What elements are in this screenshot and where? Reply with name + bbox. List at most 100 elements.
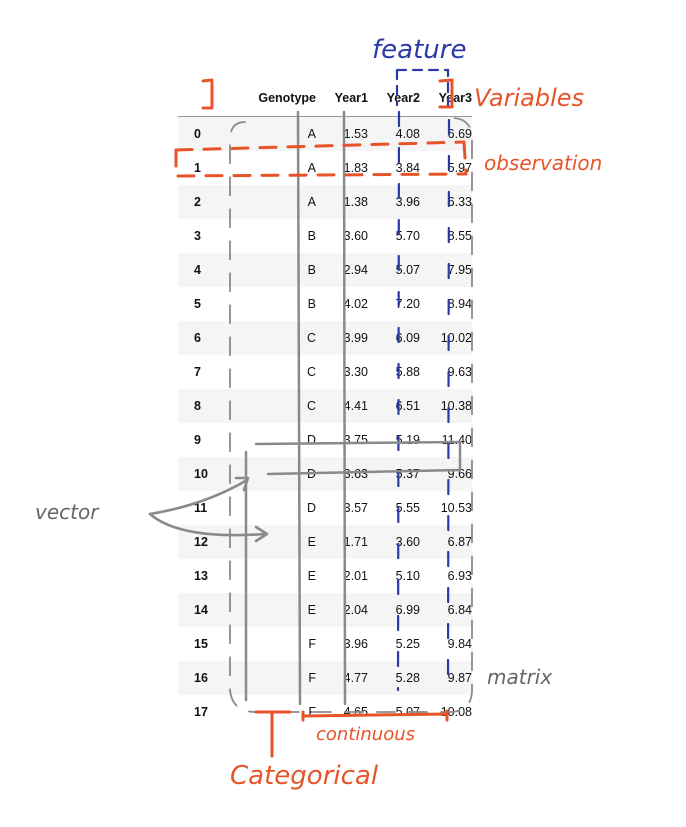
table-cell: E <box>307 569 316 583</box>
index-header <box>178 80 246 117</box>
vector-label: vector <box>35 500 100 524</box>
table-cell: 9.63 <box>447 365 472 379</box>
table-cell: 6.33 <box>447 195 472 209</box>
table-cell: 3.60 <box>395 535 420 549</box>
table-cell: 1.53 <box>343 127 368 141</box>
table-row: 7 C 3.30 5.88 9.63 <box>178 355 472 389</box>
table-cell: C <box>306 399 316 413</box>
table-cell: 8.94 <box>447 297 472 311</box>
table-cell: D <box>306 501 316 515</box>
table-cell: A <box>307 127 316 141</box>
table-cell: 5.28 <box>395 671 420 685</box>
table-cell: 9.66 <box>447 467 472 481</box>
table-cell: B <box>307 229 316 243</box>
row-index: 6 <box>194 331 201 345</box>
table-cell: 6.51 <box>395 399 420 413</box>
table-cell: B <box>307 297 316 311</box>
table-row: 15 F 3.96 5.25 9.84 <box>178 627 472 661</box>
row-index: 4 <box>194 263 201 277</box>
table-cell: 8.55 <box>447 229 472 243</box>
table-cell: 11.40 <box>441 433 472 447</box>
year3-header: Year3 <box>420 80 472 117</box>
table-cell: 4.41 <box>343 399 368 413</box>
table-cell: 6.93 <box>447 569 472 583</box>
table-cell: 4.65 <box>343 705 368 719</box>
table-cell: 7.95 <box>447 263 472 277</box>
table-cell: 3.96 <box>395 195 420 209</box>
table-row: 3 B 3.60 5.70 8.55 <box>178 219 472 253</box>
table-cell: 4.77 <box>343 671 368 685</box>
table-cell: C <box>306 331 316 345</box>
table-cell: E <box>307 535 316 549</box>
table-cell: 5.97 <box>447 161 472 175</box>
table-row: 6 C 3.99 6.09 10.02 <box>178 321 472 355</box>
table-cell: E <box>307 603 316 617</box>
table-cell: F <box>308 637 316 651</box>
table-cell: 5.10 <box>395 569 420 583</box>
feature-label: feature <box>372 35 466 65</box>
table-cell: 3.84 <box>395 161 420 175</box>
year1-header: Year1 <box>316 80 368 117</box>
row-index: 2 <box>194 195 201 209</box>
table-cell: A <box>307 195 316 209</box>
table-cell: 3.57 <box>343 501 368 515</box>
table-header-row: Genotype Year1 Year2 Year3 <box>178 80 472 117</box>
table-cell: 3.99 <box>343 331 368 345</box>
table-cell: 4.08 <box>395 127 420 141</box>
table-cell: A <box>307 161 316 175</box>
row-index: 15 <box>194 637 208 651</box>
table-cell: 10.38 <box>440 399 472 413</box>
table-row: 0 A 1.53 4.08 6.69 <box>178 116 472 151</box>
row-index: 3 <box>194 229 201 243</box>
table-cell: 3.75 <box>343 433 368 447</box>
table-cell: 5.88 <box>395 365 420 379</box>
table-cell: 1.38 <box>343 195 368 209</box>
row-index: 11 <box>194 501 208 515</box>
table-cell: 1.83 <box>343 161 368 175</box>
table-cell: D <box>306 433 316 447</box>
table-cell: 10.02 <box>440 331 472 345</box>
table-cell: 5.70 <box>395 229 420 243</box>
table-cell: 6.84 <box>447 603 472 617</box>
table-row: 5 B 4.02 7.20 8.94 <box>178 287 472 321</box>
table-cell: 3.96 <box>343 637 368 651</box>
table-cell: F <box>308 705 316 719</box>
table-cell: 4.02 <box>343 297 368 311</box>
table-cell: 5.07 <box>395 705 420 719</box>
table-cell: C <box>306 365 316 379</box>
table-cell: 5.25 <box>395 637 420 651</box>
row-index: 0 <box>194 127 201 141</box>
year2-header: Year2 <box>368 80 420 117</box>
row-index: 10 <box>194 467 208 481</box>
table-cell: F <box>308 671 316 685</box>
table-cell: 5.55 <box>395 501 420 515</box>
table-cell: 9.84 <box>447 637 472 651</box>
row-index: 16 <box>194 671 208 685</box>
table-cell: 6.87 <box>447 535 472 549</box>
table-cell: 1.71 <box>343 535 368 549</box>
table-row: 17 F 4.65 5.07 10.08 <box>178 695 472 729</box>
table-cell: 3.63 <box>343 467 368 481</box>
table-cell: 5.37 <box>395 467 420 481</box>
table-cell: 10.08 <box>440 705 472 719</box>
table-cell: 3.60 <box>343 229 368 243</box>
genotype-header: Genotype <box>246 80 316 117</box>
row-index: 7 <box>194 365 201 379</box>
table-cell: 7.20 <box>395 297 420 311</box>
table-cell: 3.30 <box>343 365 368 379</box>
table-cell: 6.09 <box>395 331 420 345</box>
row-index: 5 <box>194 297 201 311</box>
row-index: 17 <box>194 705 208 719</box>
table-cell: 6.69 <box>447 127 472 141</box>
table-cell: 5.07 <box>395 263 420 277</box>
table-cell: 5.19 <box>395 433 420 447</box>
